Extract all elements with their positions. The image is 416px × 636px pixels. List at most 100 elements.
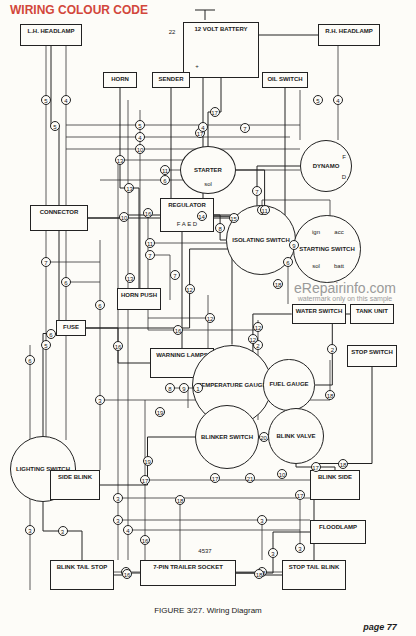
component-circle: STARTING SWITCH bbox=[293, 215, 361, 283]
wire-number: 7 bbox=[145, 250, 155, 260]
wire bbox=[100, 437, 195, 485]
component-box: L.H. HEADLAMP bbox=[20, 24, 82, 46]
terminal-label: sol bbox=[203, 181, 213, 188]
terminal-label: F A E D bbox=[176, 221, 198, 228]
wire-number: 10 bbox=[135, 144, 145, 154]
wire-number: 8 bbox=[165, 383, 175, 393]
wire-number: 7 bbox=[240, 123, 250, 133]
component-box: BLINK SIDE bbox=[310, 470, 360, 500]
wire-number: 6 bbox=[46, 329, 56, 339]
wire-number: 3 bbox=[113, 515, 123, 525]
component-label: TANK UNIT bbox=[356, 308, 388, 315]
wire-number: 7 bbox=[252, 186, 262, 196]
wire bbox=[315, 314, 350, 385]
component-label: WATER SWITCH bbox=[296, 308, 343, 315]
component-box: STOP SWITCH bbox=[347, 345, 396, 367]
component-circle: DYNAMO bbox=[300, 140, 352, 192]
component-box: HORN bbox=[103, 72, 137, 88]
component-label: BLINK TAIL STOP bbox=[57, 564, 108, 571]
wire-number: 6 bbox=[95, 300, 105, 310]
component-label: BLINK VALVE bbox=[276, 433, 315, 440]
component-box: SENDER bbox=[152, 72, 190, 88]
wire-number: 16 bbox=[173, 325, 183, 335]
wire-number: 6 bbox=[25, 355, 35, 365]
wire-number: 13 bbox=[125, 273, 135, 283]
wire bbox=[214, 215, 226, 240]
wire-number: 3 bbox=[58, 526, 68, 536]
wire-number: 4 bbox=[61, 95, 71, 105]
component-box: 7-PIN TRAILER SOCKET bbox=[140, 560, 236, 586]
wire-number: 18 bbox=[254, 569, 264, 579]
wire-number: 3 bbox=[268, 548, 278, 558]
component-label: L.H. HEADLAMP bbox=[28, 28, 75, 35]
component-box: BLINK TAIL STOP bbox=[50, 560, 114, 590]
wire-number: 8 bbox=[215, 223, 225, 233]
wire-number: 19 bbox=[155, 407, 165, 417]
component-label: HORN bbox=[111, 76, 129, 83]
component-box: SIDE BLINK bbox=[50, 470, 100, 500]
wire-number: 18 bbox=[273, 279, 283, 289]
wire-number: 3 bbox=[295, 543, 305, 553]
terminal-label: ign bbox=[311, 229, 321, 236]
component-label: HORN PUSH bbox=[121, 292, 157, 299]
wire-number: 11 bbox=[260, 205, 270, 215]
wire bbox=[208, 78, 221, 146]
diagram-title: WIRING COLOUR CODE bbox=[10, 3, 148, 17]
wire-number: 19 bbox=[143, 456, 153, 466]
component-circle: BLINK VALVE bbox=[268, 408, 324, 464]
wire-number: 16 bbox=[122, 569, 132, 579]
terminal-label: 22 bbox=[168, 29, 177, 36]
component-label: SENDER bbox=[158, 76, 183, 83]
component-circle: BLINKER SWITCH bbox=[195, 405, 259, 469]
component-label: FUSE bbox=[63, 324, 79, 331]
wire-number: 17 bbox=[295, 490, 305, 500]
wire-number: 6 bbox=[61, 277, 71, 287]
component-label: R.H. HEADLAMP bbox=[325, 28, 373, 35]
terminal-label: + bbox=[194, 63, 200, 70]
wire-number: 10 bbox=[119, 212, 129, 222]
watermark: watermark only on this sample bbox=[298, 295, 393, 303]
component-circle: FUEL GAUGE bbox=[263, 359, 314, 410]
component-box: HORN PUSH bbox=[117, 288, 161, 310]
component-box: TANK UNIT bbox=[350, 304, 394, 324]
wire-number: 2 bbox=[327, 344, 337, 354]
component-label: BLINK SIDE bbox=[318, 474, 352, 481]
component-label: SIDE BLINK bbox=[58, 474, 92, 481]
wire-number: 16 bbox=[140, 535, 150, 545]
wire-number: 3 bbox=[95, 395, 105, 405]
component-label: ISOLATING SWITCH bbox=[232, 237, 290, 244]
wire-number: 20 bbox=[259, 432, 269, 442]
wire-number: 21 bbox=[245, 473, 255, 483]
wire-number: 7 bbox=[41, 257, 51, 267]
wire-number: 7 bbox=[170, 270, 180, 280]
component-box: OIL SWITCH bbox=[262, 72, 308, 88]
terminal-label: D bbox=[341, 174, 347, 181]
wire-number: 16 bbox=[113, 341, 123, 351]
component-box: WATER SWITCH bbox=[292, 304, 347, 324]
wire-number: 15 bbox=[229, 213, 239, 223]
component-label: DYNAMO bbox=[313, 163, 340, 170]
component-label: BLINKER SWITCH bbox=[201, 434, 253, 441]
component-box: FUSE bbox=[56, 320, 86, 336]
wire-number: 3 bbox=[113, 493, 123, 503]
wire-number: 18 bbox=[175, 495, 185, 505]
component-label: TEMPERATURE GAUGE bbox=[198, 382, 267, 389]
wire-number: 6 bbox=[160, 175, 170, 185]
wire-number: 5 bbox=[41, 340, 51, 350]
component-label: CONNECTOR bbox=[40, 209, 79, 216]
component-label: FUEL GAUGE bbox=[269, 381, 308, 388]
terminal-label: batt bbox=[333, 263, 345, 270]
component-box: 12 VOLT BATTERY bbox=[183, 22, 259, 78]
wire-number: 14 bbox=[197, 211, 207, 221]
terminal-label: F bbox=[341, 154, 347, 161]
wire-number: 5 bbox=[41, 95, 51, 105]
wire-number: 4 bbox=[135, 132, 145, 142]
component-label: STOP SWITCH bbox=[351, 349, 392, 356]
watermark: eRepairinfo.com bbox=[294, 281, 396, 296]
component-label: REGULATOR bbox=[168, 202, 205, 209]
wire-number: 18 bbox=[338, 459, 348, 469]
component-label: STARTER bbox=[194, 167, 222, 174]
wire-number: 18 bbox=[325, 390, 335, 400]
terminal-label: acc bbox=[333, 229, 344, 236]
terminal-label: 4537 bbox=[197, 548, 212, 555]
